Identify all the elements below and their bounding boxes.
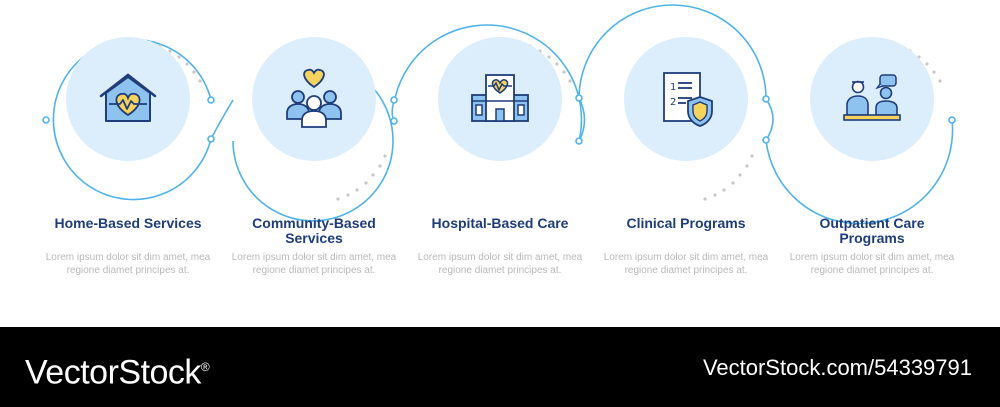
doctor-patient-consultation-icon [843, 74, 901, 121]
svg-text:1: 1 [670, 82, 676, 93]
step-description: Lorem ipsum dolor sit dim amet, mea regi… [231, 252, 397, 276]
step-icon-circle [437, 36, 563, 162]
step-description: Lorem ipsum dolor sit dim amet, mea regi… [417, 252, 583, 276]
checklist-shield-icon: 1 2 [663, 72, 713, 127]
step-description: Lorem ipsum dolor sit dim amet, mea regi… [789, 252, 955, 276]
step-community-based-services: Community-Based Services Lorem ipsum dol… [228, 36, 400, 296]
hospital-building-icon [471, 74, 529, 122]
step-icon-circle [809, 36, 935, 162]
step-description: Lorem ipsum dolor sit dim amet, mea regi… [603, 252, 769, 276]
step-hospital-based-care: Hospital-Based Care Lorem ipsum dolor si… [414, 36, 586, 296]
step-title: Hospital-Based Care [431, 215, 569, 231]
step-outpatient-care-programs: Outpatient Care Programs Lorem ipsum dol… [786, 36, 958, 296]
watermark-banner: VectorStock® VectorStock.com/54339791 [0, 327, 1000, 407]
step-title: Home-Based Services [54, 215, 202, 231]
step-icon-circle [65, 36, 191, 162]
svg-text:2: 2 [670, 97, 676, 108]
step-home-based-services: Home-Based Services Lorem ipsum dolor si… [42, 36, 214, 296]
brand-logo: VectorStock® [25, 353, 210, 392]
connector-rings [42, 4, 956, 225]
step-icon-circle [251, 36, 377, 162]
infographic: Home-Based Services Lorem ipsum dolor si… [42, 4, 958, 296]
step-clinical-programs: 1 2 Clinical Programs Lorem ipsum dolor … [600, 36, 772, 296]
step-description: Lorem ipsum dolor sit dim amet, mea regi… [45, 252, 211, 276]
step-title: Community-Based Services [252, 215, 376, 246]
home-heart-icon [99, 73, 157, 122]
step-title: Clinical Programs [626, 215, 746, 231]
stock-image-id: VectorStock.com/54339791 [702, 355, 972, 380]
community-heart-icon [286, 68, 342, 128]
step-title: Outpatient Care Programs [819, 215, 925, 246]
step-icon-circle: 1 2 [623, 36, 749, 162]
